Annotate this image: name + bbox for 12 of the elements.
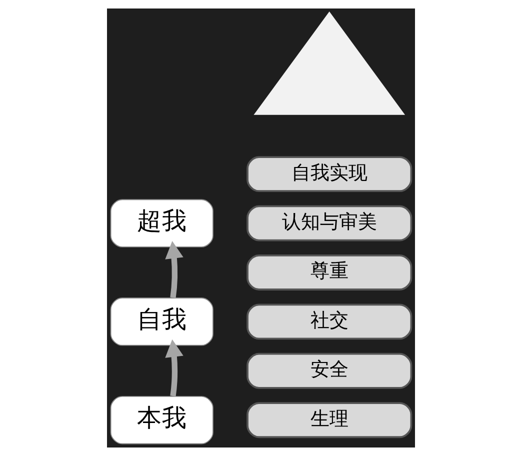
node-box: 本我: [110, 396, 214, 444]
node-box: 安全: [246, 352, 412, 389]
arrow: [165, 241, 184, 298]
node-box: 尊重: [246, 254, 412, 290]
node-triangle: [254, 11, 406, 115]
node-box: 认知与审美: [246, 205, 412, 242]
node-box: 超我: [110, 199, 214, 248]
node-box: 生理: [246, 402, 412, 438]
node-box: 自我: [110, 298, 214, 346]
node-box: 自我实现: [246, 156, 412, 192]
node-box: 社交: [246, 304, 412, 340]
arrow: [165, 339, 184, 396]
